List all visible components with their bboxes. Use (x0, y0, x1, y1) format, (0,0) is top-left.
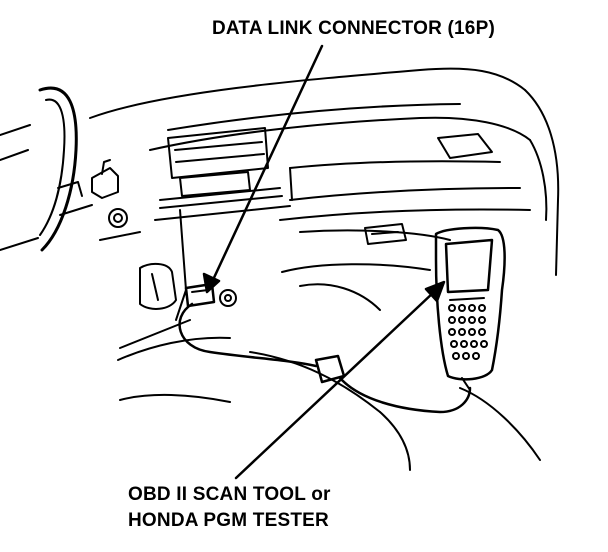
leader-lines (202, 44, 446, 480)
scan-tool-label-line1: OBD II SCAN TOOL or (128, 484, 331, 505)
center-console (117, 209, 231, 361)
scan-tool (434, 226, 506, 391)
dash-outline (89, 67, 560, 276)
steering-wheel (0, 86, 78, 252)
connector-label: DATA LINK CONNECTOR (16P) (212, 18, 495, 39)
column-controls (57, 159, 141, 241)
center-vents (154, 127, 291, 221)
right-dash (279, 133, 548, 221)
glove-box (281, 223, 451, 273)
scan-tool-label-line2: HONDA PGM TESTER (128, 510, 329, 531)
data-link-connector (184, 282, 237, 308)
